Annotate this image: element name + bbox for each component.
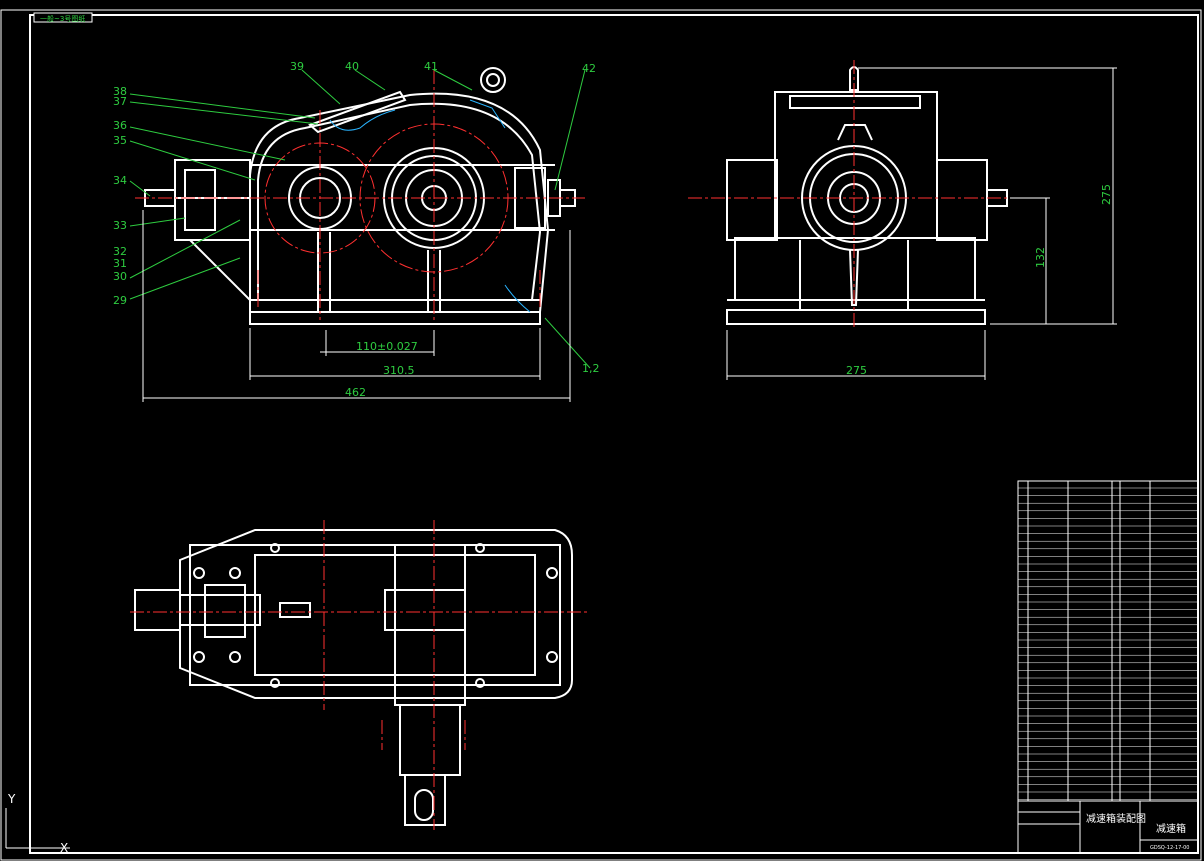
title-drawing-no: GDSQ-12-17-00	[1150, 845, 1189, 851]
parts-list-rows	[1018, 487, 1198, 800]
inner-frame	[29, 14, 1199, 854]
front-view-centerlines	[135, 70, 585, 320]
label-42: 42	[582, 62, 596, 75]
outer-frame	[0, 9, 1202, 861]
top-view-centerlines	[130, 520, 590, 830]
label-33: 33	[113, 219, 127, 232]
top-view	[134, 529, 573, 826]
front-dimensions	[142, 210, 571, 402]
dim-center-height: 132	[1034, 247, 1047, 268]
label-35: 35	[113, 134, 127, 147]
label-34: 34	[113, 174, 127, 187]
parts-list	[1017, 480, 1199, 802]
title-part-name: 减速箱	[1156, 822, 1186, 835]
leader-lines	[129, 69, 591, 369]
axis-y-label: Y	[7, 792, 16, 806]
label-41: 41	[424, 60, 438, 73]
dim-total-height: 275	[1100, 184, 1113, 205]
dim-body-length: 310.5	[383, 364, 415, 377]
label-36: 36	[113, 119, 127, 132]
title-block	[1017, 800, 1199, 854]
label-31: 31	[113, 257, 127, 270]
layout-tab[interactable]	[33, 12, 93, 23]
front-view-sections	[329, 99, 531, 313]
layout-tab-label[interactable]: 一般~3号图纸	[40, 14, 85, 23]
ucs-icon	[5, 808, 70, 849]
label-39: 39	[290, 60, 304, 73]
side-view-centerlines	[688, 60, 1020, 330]
label-38: 38	[113, 85, 127, 98]
axis-x-label: X	[60, 841, 68, 855]
label-29: 29	[113, 294, 127, 307]
dim-center-distance: 110±0.027	[356, 340, 418, 353]
label-37: 37	[113, 95, 127, 108]
side-view	[726, 66, 1008, 325]
label-1-2: 1,2	[582, 362, 600, 375]
dim-side-width: 275	[846, 364, 867, 377]
label-32: 32	[113, 245, 127, 258]
side-dimensions	[726, 67, 1117, 380]
dim-total-length: 462	[345, 386, 366, 399]
label-30: 30	[113, 270, 127, 283]
title-drawing-name: 减速箱装配图	[1086, 812, 1146, 825]
label-40: 40	[345, 60, 359, 73]
